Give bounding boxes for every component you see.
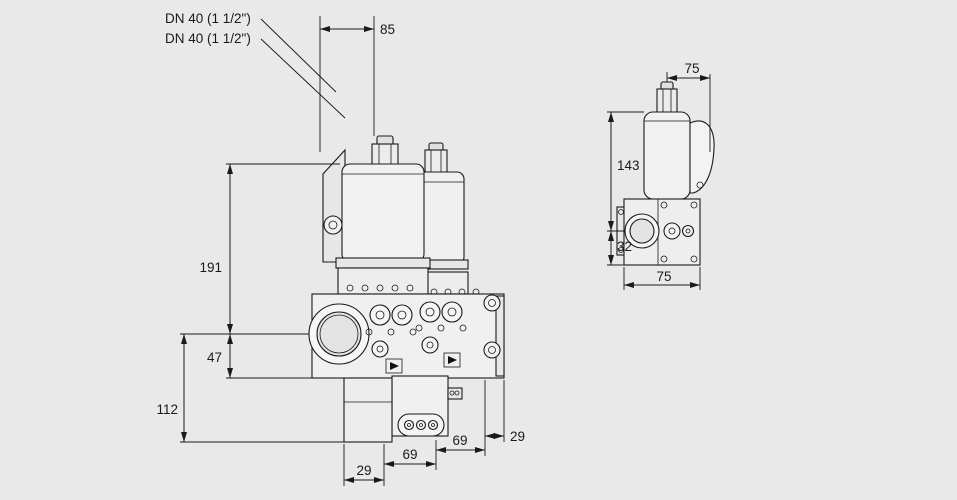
side-dim-32-label: 32 xyxy=(617,239,632,254)
valve-body xyxy=(308,293,505,379)
side-dim-75-bottom-label: 75 xyxy=(656,269,671,284)
dim-47-label: 47 xyxy=(207,350,222,365)
main-view-drawing xyxy=(308,135,505,443)
side-dim-75-top-label: 75 xyxy=(684,61,699,76)
dim-69-first-label: 69 xyxy=(402,447,417,462)
dim-29-right-label: 29 xyxy=(510,429,525,444)
dn-size-label-2: DN 40 (1 1/2") xyxy=(165,31,251,46)
dim-112-label: 112 xyxy=(156,402,178,417)
valve-section-2 xyxy=(415,301,467,368)
side-dim-143-label: 143 xyxy=(617,158,640,173)
flow-direction-arrow-1 xyxy=(390,362,399,370)
dn-leader-line-2 xyxy=(260,38,346,119)
side-solenoid xyxy=(643,81,715,200)
mounting-bracket xyxy=(322,148,346,263)
flow-direction-arrow-2 xyxy=(448,356,457,364)
valve-section-1 xyxy=(365,304,417,374)
lower-housing xyxy=(343,375,463,443)
dn-leader-line-1 xyxy=(260,18,337,93)
dim-85-label: 85 xyxy=(380,22,395,37)
outlet-flange xyxy=(483,294,501,359)
dim-191-label: 191 xyxy=(199,260,222,275)
solenoid-coil-left xyxy=(335,135,431,269)
side-view-drawing xyxy=(616,81,715,266)
inlet-port xyxy=(308,303,370,365)
dim-69-second-label: 69 xyxy=(452,433,467,448)
side-view-dimensions: 75 143 32 75 xyxy=(607,61,711,290)
dn-size-label-1: DN 40 (1 1/2") xyxy=(165,11,251,26)
side-valve-body xyxy=(616,198,701,266)
main-view-dimensions: DN 40 (1 1/2") DN 40 (1 1/2") 85 191 47 … xyxy=(156,11,525,486)
dim-29-left-label: 29 xyxy=(356,463,371,478)
actuator-blocks xyxy=(337,267,480,296)
hinged-cover xyxy=(689,120,715,194)
